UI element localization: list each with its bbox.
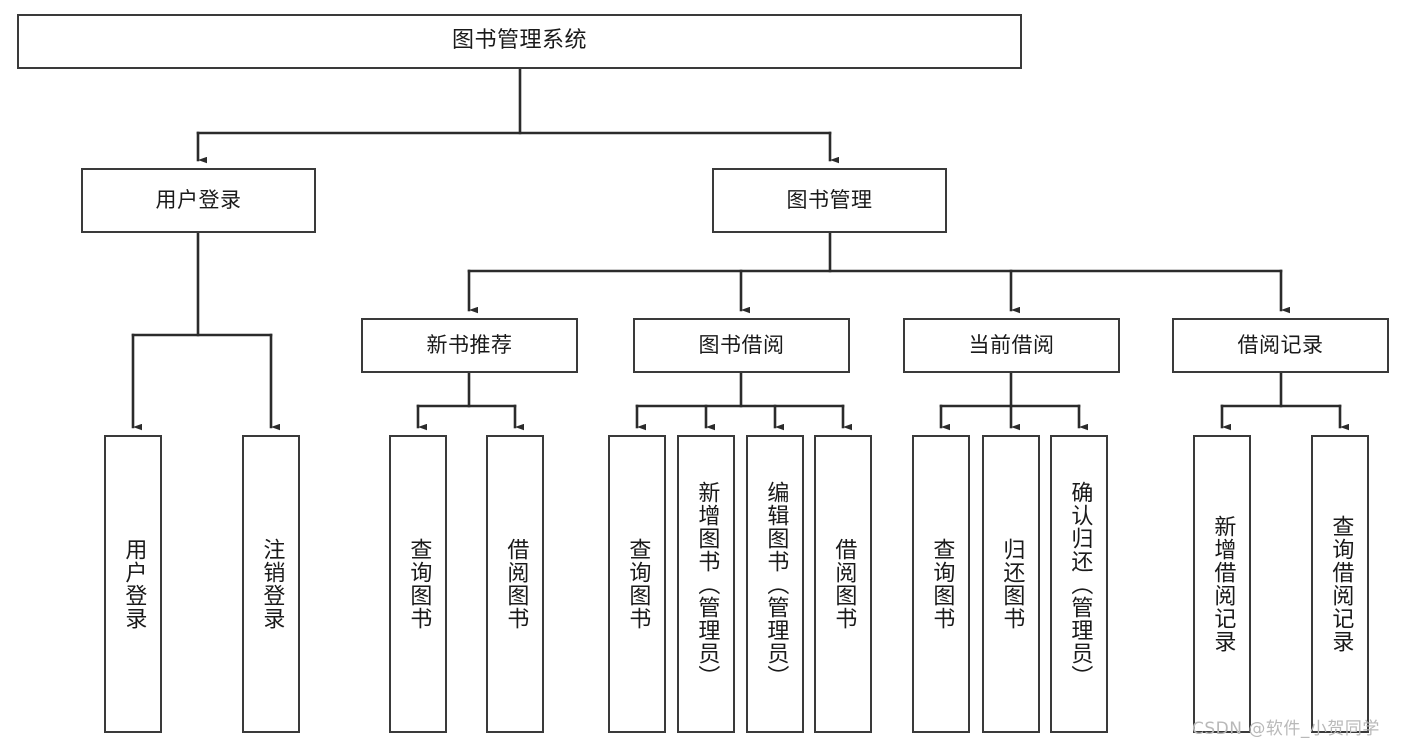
node-label: 借阅图书 (831, 538, 857, 630)
node-label: 图书管理 (786, 187, 873, 212)
node-leaf-query-book-2[interactable]: 查询图书 (608, 435, 666, 733)
node-label: 注销登录 (259, 538, 285, 630)
node-label: 借阅记录 (1237, 332, 1324, 357)
node-label: 用户登录 (155, 187, 242, 212)
node-label: 新增借阅记录 (1210, 515, 1236, 653)
node-label: 新增图书（管理员） (694, 480, 720, 688)
node-borrow-record[interactable]: 借阅记录 (1172, 318, 1389, 373)
node-leaf-edit-book[interactable]: 编辑图书（管理员） (746, 435, 804, 733)
node-new-book-recommend[interactable]: 新书推荐 (361, 318, 578, 373)
node-label: 查询图书 (625, 538, 651, 630)
node-label: 图书管理系统 (451, 28, 587, 54)
csdn-watermark: CSDN @软件_小贺同学 (1192, 719, 1380, 739)
node-user-login[interactable]: 用户登录 (81, 168, 316, 233)
node-leaf-borrow-book-2[interactable]: 借阅图书 (814, 435, 872, 733)
node-label: 新书推荐 (426, 332, 513, 357)
node-current-borrow[interactable]: 当前借阅 (903, 318, 1120, 373)
node-leaf-add-book[interactable]: 新增图书（管理员） (677, 435, 735, 733)
node-leaf-query-book-1[interactable]: 查询图书 (389, 435, 447, 733)
node-leaf-query-book-3[interactable]: 查询图书 (912, 435, 970, 733)
node-leaf-logout[interactable]: 注销登录 (242, 435, 300, 733)
node-leaf-borrow-book-1[interactable]: 借阅图书 (486, 435, 544, 733)
node-leaf-add-record[interactable]: 新增借阅记录 (1193, 435, 1251, 733)
node-label: 确认归还（管理员） (1067, 480, 1093, 688)
node-label: 查询借阅记录 (1328, 515, 1354, 653)
node-leaf-user-login[interactable]: 用户登录 (104, 435, 162, 733)
node-book-management[interactable]: 图书管理 (712, 168, 947, 233)
node-label: 图书借阅 (698, 332, 785, 357)
node-root-book-management-system[interactable]: 图书管理系统 (17, 14, 1022, 69)
node-label: 归还图书 (999, 538, 1025, 630)
node-book-borrow[interactable]: 图书借阅 (633, 318, 850, 373)
node-label: 查询图书 (929, 538, 955, 630)
node-leaf-return-book[interactable]: 归还图书 (982, 435, 1040, 733)
node-leaf-query-record[interactable]: 查询借阅记录 (1311, 435, 1369, 733)
node-label: 查询图书 (406, 538, 432, 630)
node-label: 借阅图书 (503, 538, 529, 630)
node-label: 用户登录 (121, 538, 147, 630)
node-leaf-confirm-return[interactable]: 确认归还（管理员） (1050, 435, 1108, 733)
node-label: 编辑图书（管理员） (763, 480, 789, 688)
node-label: 当前借阅 (968, 332, 1055, 357)
